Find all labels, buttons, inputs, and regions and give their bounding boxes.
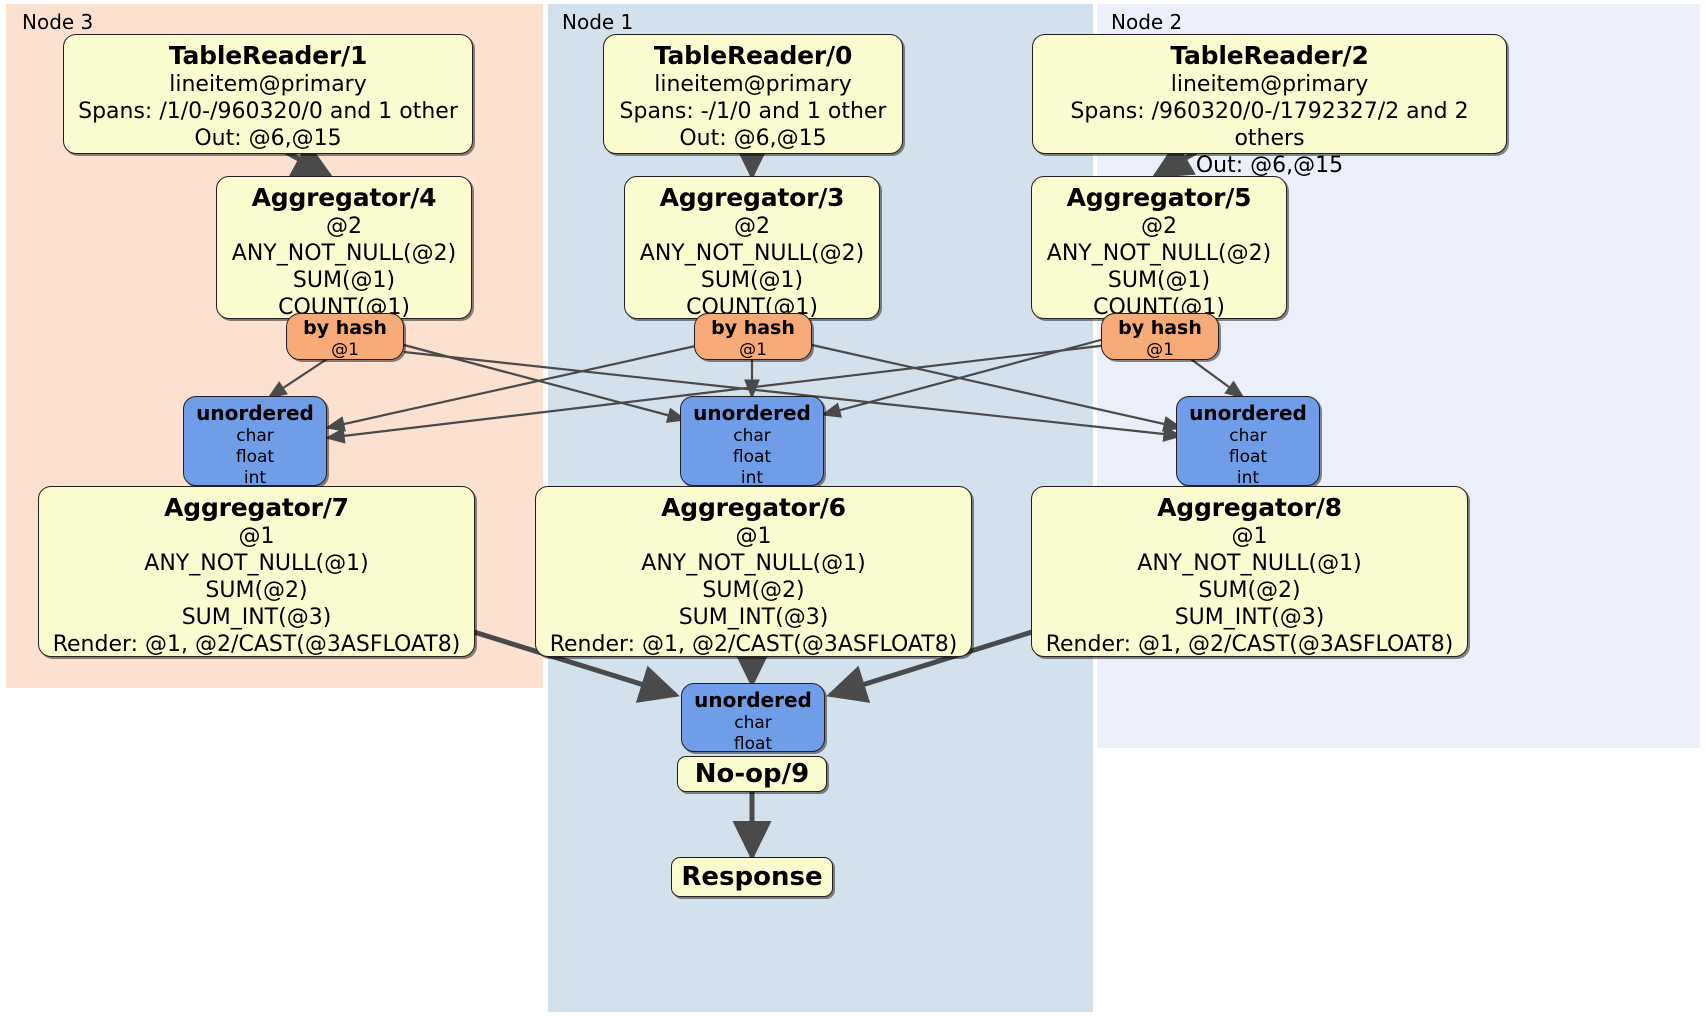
sync-line: char xyxy=(1229,426,1267,446)
node-title: Response xyxy=(681,862,823,892)
router-title: by hash xyxy=(711,317,795,339)
node-line: Render: @1, @2/CAST(@3ASFLOAT8) xyxy=(1045,632,1454,657)
node-line: SUM_INT(@3) xyxy=(181,605,332,630)
sync-title: unordered xyxy=(1189,401,1307,425)
router-by-hash-left[interactable]: by hash @1 xyxy=(286,313,404,360)
router-title: by hash xyxy=(303,317,387,339)
node-line: Out: @6,@15 xyxy=(679,126,827,151)
node-line: lineitem@primary xyxy=(654,72,852,97)
node-line: SUM(@1) xyxy=(292,268,396,293)
node-line: @2 xyxy=(1141,214,1177,239)
node-line: @2 xyxy=(734,214,770,239)
processor-aggregator-4[interactable]: Aggregator/4 @2 ANY_NOT_NULL(@2) SUM(@1)… xyxy=(216,176,472,320)
node-line: ANY_NOT_NULL(@2) xyxy=(1046,241,1272,266)
router-line: @1 xyxy=(331,340,359,360)
node-line: Out: @6,@15 xyxy=(1195,153,1344,178)
node-line: Spans: /960320/0-/1792327/2 and 2 others xyxy=(1070,99,1469,151)
synchronizer-unordered-final[interactable]: unordered char float xyxy=(681,683,825,754)
processor-aggregator-3[interactable]: Aggregator/3 @2 ANY_NOT_NULL(@2) SUM(@1)… xyxy=(624,176,880,320)
processor-tablereader-1[interactable]: TableReader/1 lineitem@primary Spans: /1… xyxy=(63,34,473,154)
router-by-hash-center[interactable]: by hash @1 xyxy=(694,313,812,360)
node-line: lineitem@primary xyxy=(1170,72,1369,97)
node-line: SUM(@1) xyxy=(700,268,804,293)
node-line: ANY_NOT_NULL(@2) xyxy=(231,241,457,266)
node-title: No-op/9 xyxy=(694,759,810,789)
node-line: lineitem@primary xyxy=(169,72,367,97)
sync-line: int xyxy=(1236,468,1260,488)
node-line: SUM(@1) xyxy=(1107,268,1211,293)
node-line: SUM(@2) xyxy=(702,578,805,603)
node-line: @1 xyxy=(1231,524,1268,549)
node-line: Render: @1, @2/CAST(@3ASFLOAT8) xyxy=(52,632,461,657)
node-line: ANY_NOT_NULL(@1) xyxy=(144,551,369,576)
node-title: TableReader/2 xyxy=(1170,41,1369,70)
sync-line: char xyxy=(733,426,771,446)
processor-no-op-9[interactable]: No-op/9 xyxy=(677,756,827,792)
node-line: @1 xyxy=(238,524,275,549)
sync-line: float xyxy=(1228,447,1268,467)
node-title: Aggregator/7 xyxy=(164,493,349,522)
sync-line: float xyxy=(235,447,275,467)
node-line: SUM(@2) xyxy=(1198,578,1301,603)
node-line: @1 xyxy=(735,524,772,549)
sync-line: float xyxy=(733,734,773,754)
sync-line: int xyxy=(740,468,764,488)
router-title: by hash xyxy=(1118,317,1202,339)
node-title: Aggregator/8 xyxy=(1157,493,1342,522)
processor-tablereader-0[interactable]: TableReader/0 lineitem@primary Spans: -/… xyxy=(603,34,903,154)
synchronizer-unordered-right[interactable]: unordered char float int xyxy=(1176,396,1320,488)
sync-title: unordered xyxy=(693,401,811,425)
node-panel-label-node3: Node 3 xyxy=(22,10,94,34)
node-line: ANY_NOT_NULL(@2) xyxy=(639,241,865,266)
node-line: ANY_NOT_NULL(@1) xyxy=(1137,551,1362,576)
node-line: Spans: -/1/0 and 1 other xyxy=(619,99,887,124)
node-line: SUM_INT(@3) xyxy=(1174,605,1325,630)
processor-response[interactable]: Response xyxy=(671,857,833,897)
processor-aggregator-6[interactable]: Aggregator/6 @1 ANY_NOT_NULL(@1) SUM(@2)… xyxy=(535,486,972,657)
processor-tablereader-2[interactable]: TableReader/2 lineitem@primary Spans: /9… xyxy=(1032,34,1507,178)
node-line: SUM_INT(@3) xyxy=(678,605,829,630)
sync-line: int xyxy=(243,468,267,488)
node-title: Aggregator/3 xyxy=(659,183,845,212)
node-line: SUM(@2) xyxy=(205,578,308,603)
node-line: Render: @1, @2/CAST(@3ASFLOAT8) xyxy=(549,632,958,657)
node-panel-label-node2: Node 2 xyxy=(1111,10,1183,34)
processor-aggregator-7[interactable]: Aggregator/7 @1 ANY_NOT_NULL(@1) SUM(@2)… xyxy=(38,486,475,657)
node-title: TableReader/0 xyxy=(653,41,853,70)
node-line: Spans: /1/0-/960320/0 and 1 other xyxy=(78,99,458,124)
router-line: @1 xyxy=(739,340,767,360)
sync-line: char xyxy=(236,426,274,446)
sync-title: unordered xyxy=(694,688,812,712)
synchronizer-unordered-left[interactable]: unordered char float int xyxy=(183,396,327,488)
processor-aggregator-8[interactable]: Aggregator/8 @1 ANY_NOT_NULL(@1) SUM(@2)… xyxy=(1031,486,1468,657)
router-line: @1 xyxy=(1146,340,1174,360)
sync-line: char xyxy=(734,713,772,733)
node-title: Aggregator/4 xyxy=(251,183,437,212)
processor-aggregator-5[interactable]: Aggregator/5 @2 ANY_NOT_NULL(@2) SUM(@1)… xyxy=(1031,176,1287,320)
node-title: Aggregator/6 xyxy=(661,493,846,522)
node-title: Aggregator/5 xyxy=(1066,183,1252,212)
router-by-hash-right[interactable]: by hash @1 xyxy=(1101,313,1219,360)
sync-line: float xyxy=(732,447,772,467)
node-line: ANY_NOT_NULL(@1) xyxy=(641,551,866,576)
synchronizer-unordered-center[interactable]: unordered char float int xyxy=(680,396,824,488)
node-title: TableReader/1 xyxy=(168,41,368,70)
node-panel-label-node1: Node 1 xyxy=(562,10,634,34)
sync-title: unordered xyxy=(196,401,314,425)
node-line: Out: @6,@15 xyxy=(194,126,342,151)
node-line: @2 xyxy=(326,214,362,239)
